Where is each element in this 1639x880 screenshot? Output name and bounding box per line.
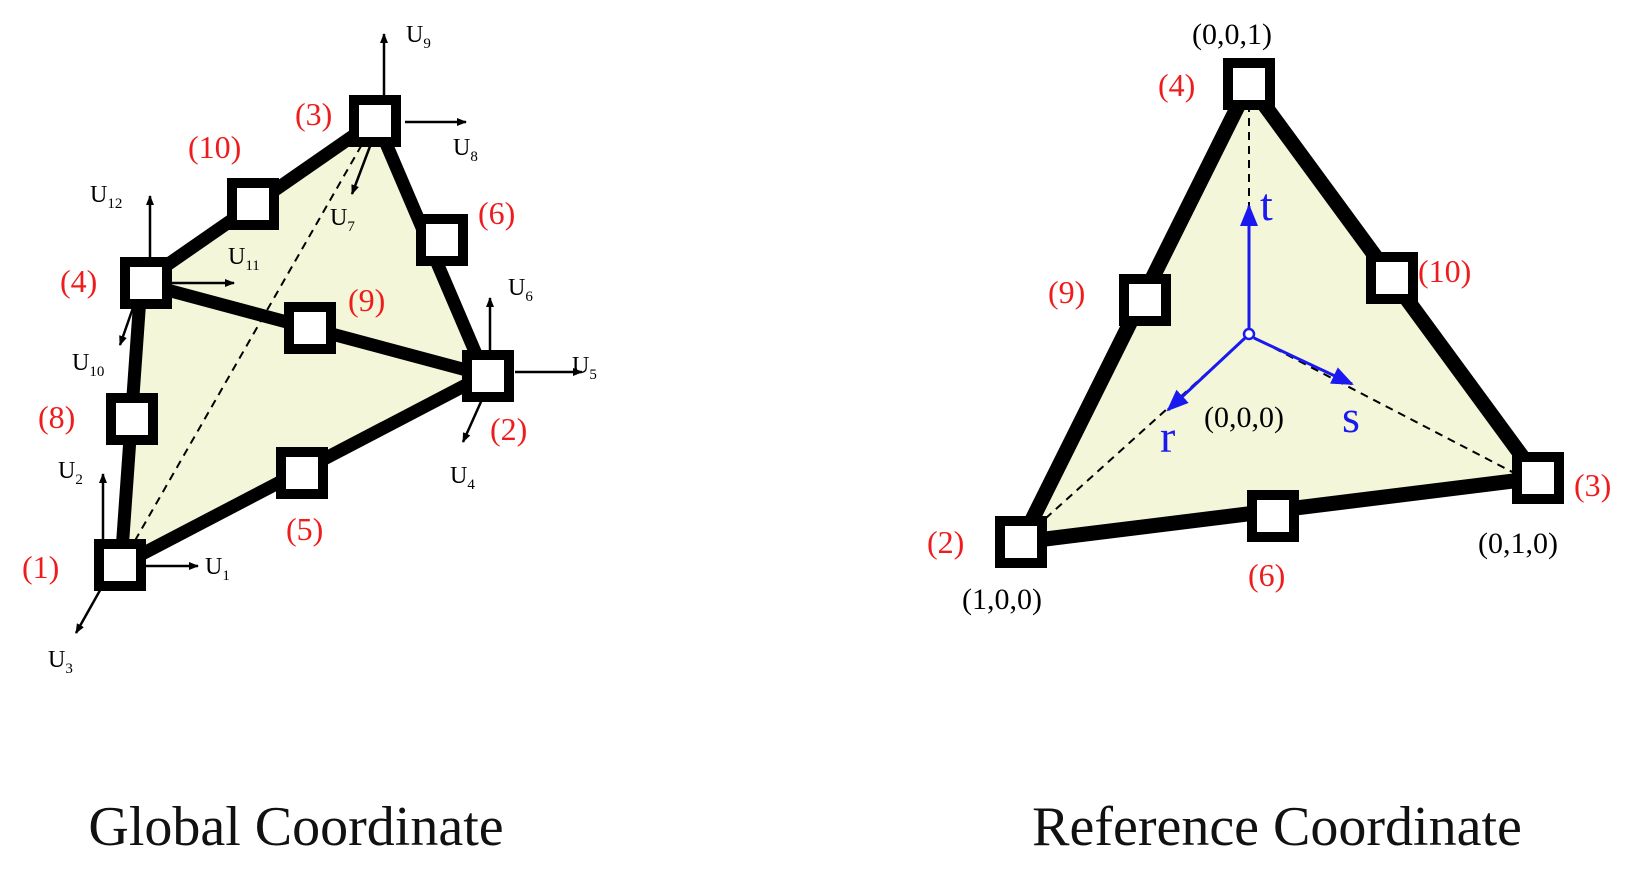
origin-point: [1242, 327, 1256, 341]
global-dof-arrows: [74, 33, 583, 634]
global-node-labels: (1) (2) (3) (4) (5) (6) (8) (9) (10): [22, 96, 527, 585]
global-node-8: [106, 393, 158, 445]
global-node-5: [276, 447, 328, 499]
reference-node-2: [995, 516, 1047, 568]
u10-arrow: [118, 304, 136, 346]
coord-n3: (0,1,0): [1478, 527, 1558, 560]
u4-label: U4: [450, 463, 475, 493]
reference-node-4: [1223, 58, 1275, 110]
reference-coord-labels: (0,0,1) (0,0,0) (0,1,0) (1,0,0): [962, 18, 1558, 616]
global-node-2: [462, 350, 514, 402]
u12-label: U12: [90, 182, 122, 212]
reference-node-10: [1366, 252, 1418, 304]
global-label-5: (5): [286, 511, 323, 547]
u4-arrow: [461, 394, 486, 443]
coord-n4: (0,0,1): [1192, 18, 1272, 51]
reference-caption: Reference Coordinate: [1032, 796, 1522, 858]
reference-label-3: (3): [1574, 467, 1611, 503]
reference-node-6: [1247, 490, 1299, 542]
global-label-8: (8): [38, 399, 75, 435]
r-axis-arrow: [1166, 336, 1247, 412]
u11-label: U11: [228, 244, 260, 274]
global-panel: (1) (2) (3) (4) (5) (6) (8) (9) (10) U1 …: [22, 22, 597, 858]
reference-node-9: [1119, 274, 1171, 326]
t-axis-label: t: [1260, 179, 1273, 230]
global-node-3: [349, 95, 401, 147]
reference-node-3: [1512, 452, 1564, 504]
global-hidden-edge: [120, 119, 377, 566]
u7-arrow: [350, 140, 374, 195]
global-label-10: (10): [188, 129, 241, 165]
u8-label: U8: [453, 135, 478, 165]
coord-origin: (0,0,0): [1204, 401, 1284, 434]
global-label-4: (4): [60, 263, 97, 299]
global-label-1: (1): [22, 549, 59, 585]
reference-label-10: (10): [1418, 253, 1471, 289]
global-nodes: [94, 95, 514, 591]
global-label-6: (6): [478, 195, 515, 231]
global-node-1: [94, 539, 146, 591]
u5-label: U5: [572, 353, 597, 383]
reference-face: [1021, 84, 1538, 542]
u10-label: U10: [72, 350, 104, 380]
global-dof-labels: U1 U2 U3 U4 U5 U6 U7 U8 U9 U10 U11 U12: [48, 22, 597, 677]
u7-label: U7: [330, 205, 355, 235]
reference-axes: [1166, 204, 1354, 412]
global-node-9: [284, 302, 336, 354]
r-axis-label: r: [1160, 411, 1175, 462]
reference-label-6: (6): [1248, 557, 1285, 593]
global-node-6: [416, 214, 468, 266]
coord-n2: (1,0,0): [962, 583, 1042, 616]
global-label-2: (2): [490, 411, 527, 447]
global-label-3: (3): [295, 96, 332, 132]
global-node-4: [120, 257, 172, 309]
reference-label-4: (4): [1158, 67, 1195, 103]
reference-label-2: (2): [927, 524, 964, 560]
s-axis-arrow: [1253, 336, 1354, 386]
global-node-10: [227, 178, 279, 230]
reference-label-9: (9): [1048, 274, 1085, 310]
u9-label: U9: [406, 22, 431, 52]
u3-arrow: [74, 584, 105, 634]
global-caption: Global Coordinate: [88, 796, 503, 858]
u2-label: U2: [58, 458, 83, 488]
reference-nodes: [995, 58, 1564, 568]
u3-label: U3: [48, 647, 73, 677]
s-axis-label: s: [1342, 391, 1360, 442]
reference-panel: (2) (3) (4) (6) (9) (10) (0,0,1) (0,0,0)…: [927, 18, 1611, 858]
u1-label: U1: [205, 554, 230, 584]
u6-label: U6: [508, 275, 533, 305]
reference-node-labels: (2) (3) (4) (6) (9) (10): [927, 67, 1611, 593]
reference-axis-labels: t r s: [1160, 179, 1360, 462]
global-label-9: (9): [348, 282, 385, 318]
